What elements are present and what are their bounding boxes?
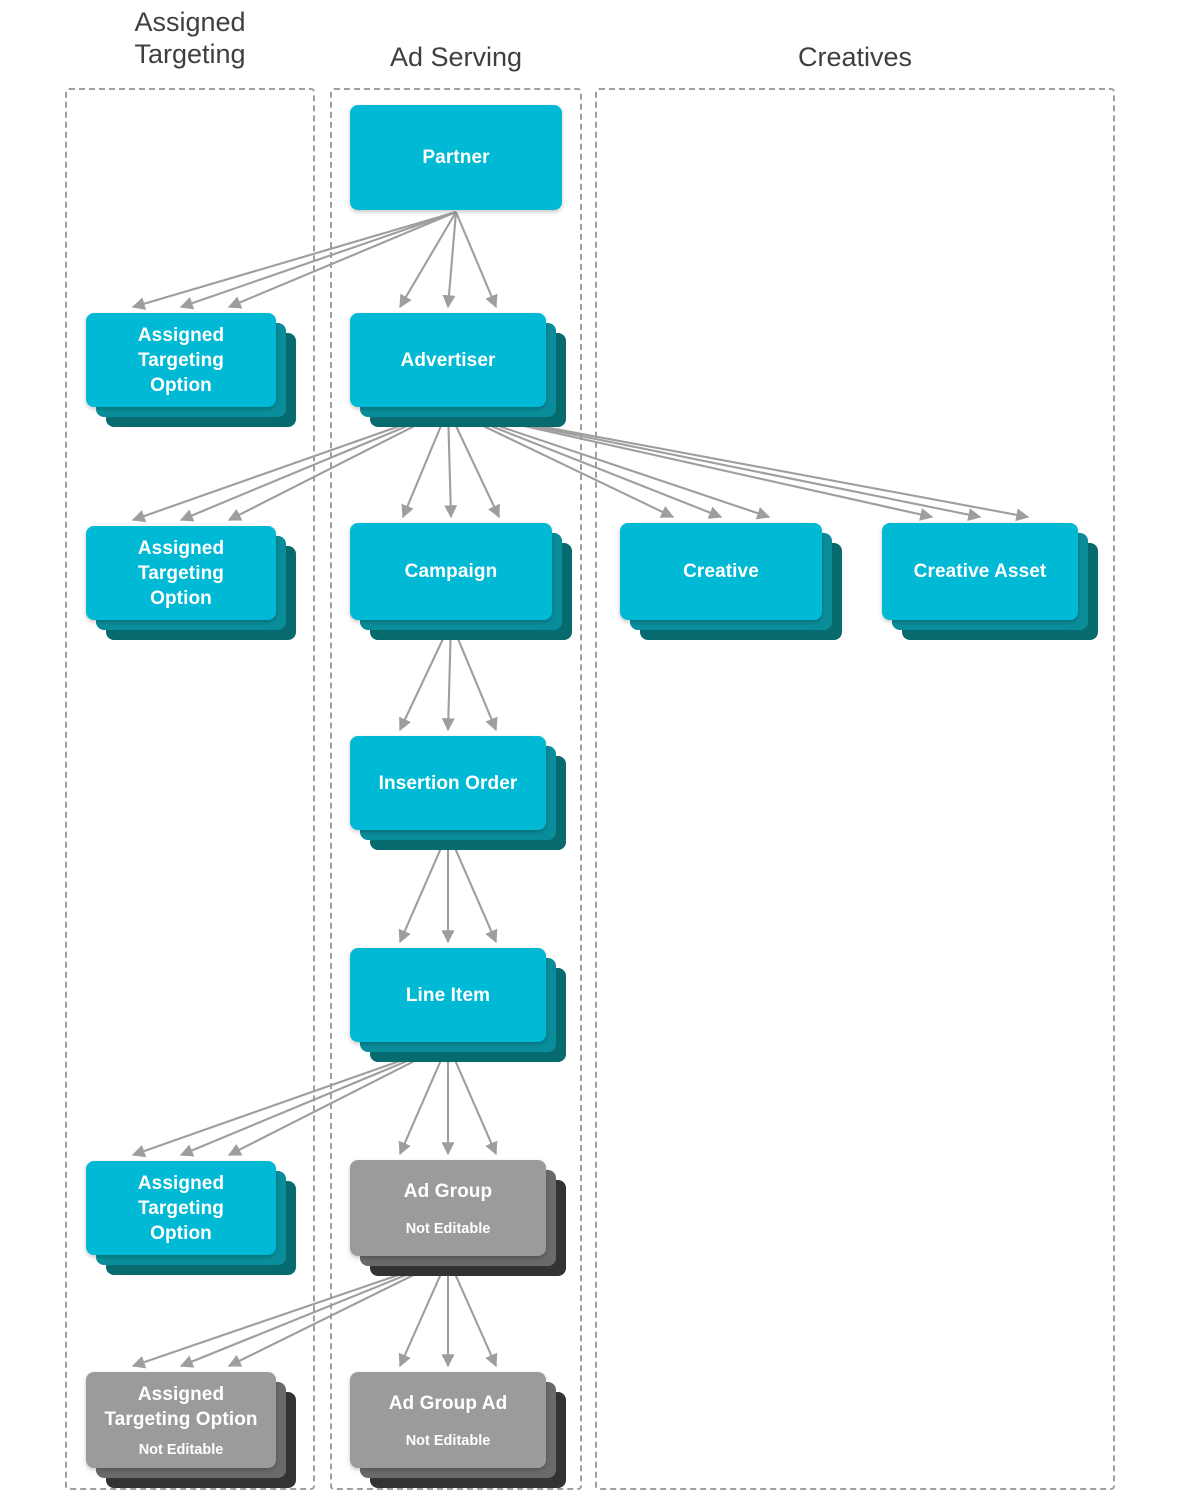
node-ato-ad-group-status: Not Editable xyxy=(138,1441,224,1458)
column-container-assigned-targeting xyxy=(65,88,315,1490)
node-partner-label: Partner xyxy=(422,147,490,168)
node-creative-asset-label: Creative Asset xyxy=(913,561,1047,582)
ato-line-2: Targeting xyxy=(137,349,225,371)
node-assigned-targeting-option-advertiser[interactable]: Assigned Targeting Option xyxy=(86,526,296,640)
node-creative-asset-face: Creative Asset xyxy=(882,523,1078,620)
node-advertiser[interactable]: Advertiser xyxy=(350,313,566,427)
ato-line-1: Assigned xyxy=(137,1172,225,1194)
node-ad-group-status: Not Editable xyxy=(405,1220,491,1237)
ato-line-3: Option xyxy=(150,374,212,396)
node-insertion-order-face: Insertion Order xyxy=(350,736,546,830)
node-insertion-order[interactable]: Insertion Order xyxy=(350,736,566,850)
node-line-item-face: Line Item xyxy=(350,948,546,1042)
column-title-ad-serving: Ad Serving xyxy=(389,42,523,72)
node-ato-partner-label: Assigned Targeting Option xyxy=(138,323,224,398)
ato-line-2: Targeting xyxy=(137,1197,225,1219)
node-ato-line-item-label: Assigned Targeting Option xyxy=(138,1171,224,1246)
column-title-creatives: Creatives xyxy=(797,42,913,72)
node-ad-group-ad-status: Not Editable xyxy=(405,1432,491,1449)
ato-line-1: Assigned xyxy=(137,1383,225,1405)
column-title-assigned-targeting: Assigned Targeting xyxy=(134,7,246,69)
ato-line-1: Assigned xyxy=(137,324,225,346)
node-ad-group-label: Ad Group xyxy=(403,1180,493,1202)
node-campaign[interactable]: Campaign xyxy=(350,523,572,640)
node-ato-ad-group-label: Assigned Targeting Option xyxy=(104,1382,257,1432)
node-ad-group[interactable]: Ad Group Not Editable xyxy=(350,1160,566,1276)
node-ato-ad-group-face: Assigned Targeting Option Not Editable xyxy=(86,1372,276,1468)
node-creative-asset[interactable]: Creative Asset xyxy=(882,523,1098,640)
node-advertiser-label: Advertiser xyxy=(400,349,496,371)
node-insertion-order-label: Insertion Order xyxy=(378,772,518,794)
ato-line-2: Targeting xyxy=(137,562,225,584)
node-ad-group-ad[interactable]: Ad Group Ad Not Editable xyxy=(350,1372,566,1488)
column-container-creatives xyxy=(595,88,1115,1490)
node-line-item-label: Line Item xyxy=(405,984,491,1006)
node-campaign-face: Campaign xyxy=(350,523,552,620)
node-ato-advertiser-face: Assigned Targeting Option xyxy=(86,526,276,620)
node-partner-face: Partner xyxy=(350,105,562,210)
node-ato-partner-face: Assigned Targeting Option xyxy=(86,313,276,407)
node-assigned-targeting-option-line-item[interactable]: Assigned Targeting Option xyxy=(86,1161,296,1275)
node-advertiser-face: Advertiser xyxy=(350,313,546,407)
node-creative-face: Creative xyxy=(620,523,822,620)
ato-line-2: Targeting Option xyxy=(104,1408,258,1430)
ato-line-3: Option xyxy=(150,1222,212,1244)
node-ad-group-ad-label: Ad Group Ad xyxy=(388,1392,508,1414)
node-creative[interactable]: Creative xyxy=(620,523,842,640)
node-creative-label: Creative xyxy=(683,561,759,582)
node-ato-advertiser-label: Assigned Targeting Option xyxy=(138,536,224,611)
node-assigned-targeting-option-partner[interactable]: Assigned Targeting Option xyxy=(86,313,296,427)
node-campaign-label: Campaign xyxy=(404,561,498,582)
ato-line-3: Option xyxy=(150,587,212,609)
node-ad-group-ad-face: Ad Group Ad Not Editable xyxy=(350,1372,546,1468)
column-container-ad-serving xyxy=(330,88,582,1490)
node-ad-group-face: Ad Group Not Editable xyxy=(350,1160,546,1256)
node-line-item[interactable]: Line Item xyxy=(350,948,566,1062)
node-partner[interactable]: Partner xyxy=(350,105,562,210)
node-ato-line-item-face: Assigned Targeting Option xyxy=(86,1161,276,1255)
node-assigned-targeting-option-ad-group[interactable]: Assigned Targeting Option Not Editable xyxy=(86,1372,296,1488)
ato-line-1: Assigned xyxy=(137,537,225,559)
